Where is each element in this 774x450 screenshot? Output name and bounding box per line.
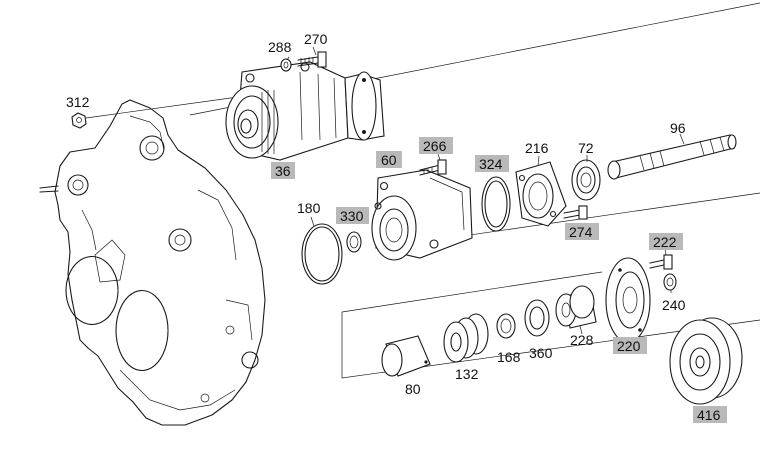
part-label-132: 132	[455, 366, 479, 382]
highlight-box-60	[376, 151, 402, 168]
part-labels: 312 288 270 36 60 266 324 216 72 96 180 …	[66, 31, 721, 423]
ring-330	[346, 231, 362, 253]
seal-ring-180	[301, 223, 343, 285]
bearing-72	[571, 159, 601, 201]
part-label-324: 324	[479, 156, 503, 172]
housing-60	[371, 169, 473, 261]
part-label-240: 240	[662, 297, 686, 313]
washer-288	[280, 58, 292, 72]
part-label-416: 416	[697, 407, 721, 423]
bolt-266	[419, 159, 447, 176]
pulley-416	[669, 317, 743, 405]
part-label-220: 220	[617, 338, 641, 354]
hub-228	[555, 285, 597, 329]
bolt-222	[649, 254, 673, 270]
sleeve-80	[381, 335, 431, 377]
part-label-36: 36	[275, 163, 291, 179]
part-label-288: 288	[268, 39, 292, 55]
part-label-168: 168	[497, 349, 521, 365]
pulley-220	[605, 257, 651, 343]
highlight-box-416	[693, 406, 727, 423]
part-label-274: 274	[569, 224, 593, 240]
bearing-cover-216	[515, 161, 567, 227]
part-label-360: 360	[529, 345, 553, 361]
nut-312	[71, 112, 87, 129]
washer-168	[496, 313, 516, 339]
part-label-60: 60	[381, 152, 397, 168]
highlight-boxes	[271, 137, 727, 423]
part-label-80: 80	[405, 381, 421, 397]
bolt-274	[563, 205, 588, 220]
part-label-266: 266	[423, 138, 447, 154]
seal-ring-324	[481, 176, 511, 232]
pump-assembly	[225, 61, 385, 161]
part-label-222: 222	[653, 234, 677, 250]
part-label-96: 96	[670, 120, 686, 136]
part-label-312: 312	[66, 94, 90, 110]
highlight-box-222	[649, 233, 683, 250]
gear-132	[443, 313, 489, 363]
part-label-228: 228	[570, 332, 594, 348]
part-label-72: 72	[578, 140, 594, 156]
part-label-216: 216	[525, 140, 549, 156]
nut-240	[663, 273, 677, 291]
highlight-box-330	[336, 207, 369, 224]
leader-lines	[286, 46, 685, 335]
shaft-96	[607, 134, 737, 180]
highlight-box-274	[565, 223, 599, 240]
part-label-180: 180	[297, 200, 321, 216]
bolt-270	[297, 51, 327, 68]
housing-cover	[39, 99, 266, 426]
highlight-box-266	[419, 137, 453, 154]
bearing-360	[524, 299, 550, 337]
highlight-box-220	[613, 337, 647, 354]
highlight-box-36	[271, 162, 295, 179]
highlight-box-324	[475, 155, 509, 172]
part-label-270: 270	[304, 31, 328, 47]
part-label-330: 330	[340, 208, 364, 224]
